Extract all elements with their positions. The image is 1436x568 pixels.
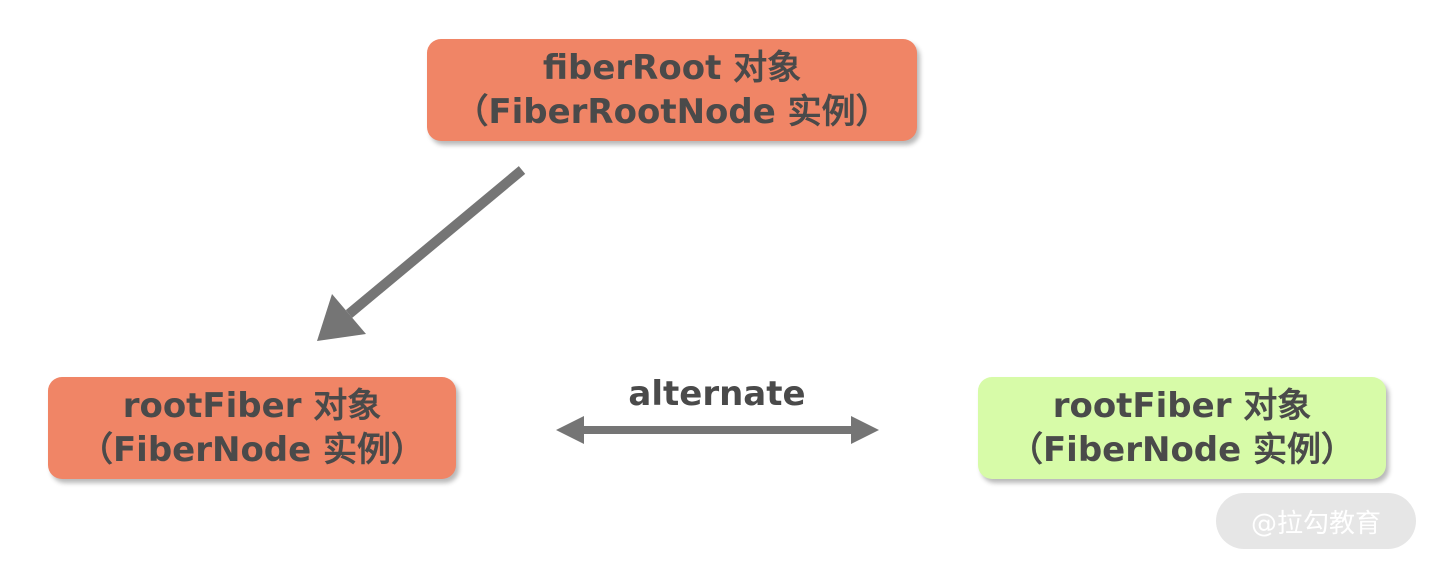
root-fiber-wip-subtitle: （FiberNode 实例） xyxy=(1008,430,1356,470)
current-pointer-arrow xyxy=(317,166,526,341)
fiber-root-title: fiberRoot 对象 xyxy=(542,48,802,88)
alternate-label: alternate xyxy=(628,374,806,414)
fiber-root-subtitle: （FiberRootNode 实例） xyxy=(454,92,890,132)
watermark-badge: @拉勾教育 xyxy=(1216,493,1416,549)
fiber-root-node: fiberRoot 对象 （FiberRootNode 实例） xyxy=(427,39,917,141)
root-fiber-current-title: rootFiber 对象 xyxy=(122,386,382,426)
alternate-arrow xyxy=(556,416,879,444)
root-fiber-current-node: rootFiber 对象 （FiberNode 实例） xyxy=(48,377,456,479)
root-fiber-wip-title: rootFiber 对象 xyxy=(1052,386,1312,426)
root-fiber-current-subtitle: （FiberNode 实例） xyxy=(78,430,426,470)
root-fiber-wip-node: rootFiber 对象 （FiberNode 实例） xyxy=(978,377,1386,479)
